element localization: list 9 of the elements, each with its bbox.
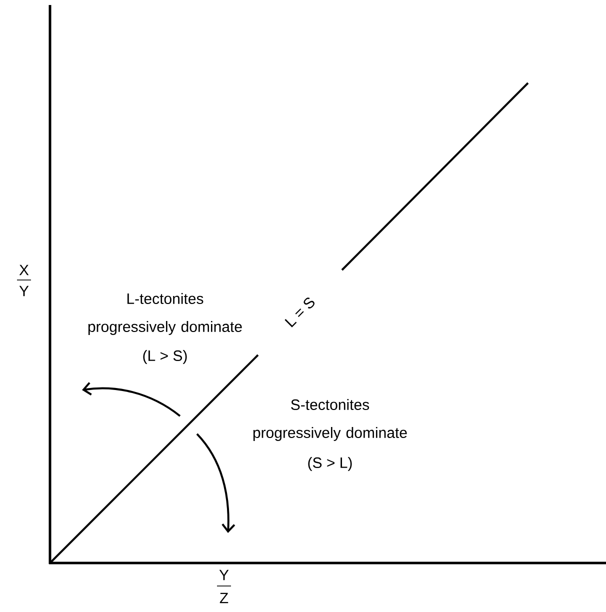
axis-label: Y <box>19 286 29 296</box>
region-label: (S > L) <box>308 457 352 471</box>
axis-label: X <box>19 264 29 276</box>
line-label: L = S <box>284 298 314 328</box>
region-label: L-tectonites progressively dominate <box>88 293 242 335</box>
region-label: (L > S) <box>143 350 187 364</box>
axis-label: Z <box>220 592 228 604</box>
axis-label: Y <box>219 570 229 580</box>
region-label: S-tectonites progressively dominate <box>253 399 407 441</box>
